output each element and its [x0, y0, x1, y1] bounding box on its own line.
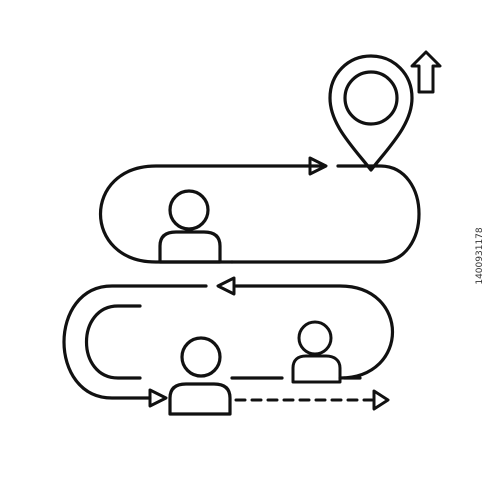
person-icon — [291, 320, 342, 384]
stock-id-label: 1400931178 — [475, 227, 485, 285]
person-bottom-right-head — [297, 320, 333, 356]
person-bottom-left-head — [180, 336, 222, 378]
person-top-head — [168, 189, 210, 231]
arrow-head-upper — [308, 156, 328, 176]
arrow-head-middle — [216, 276, 236, 296]
person-top-body — [158, 230, 222, 264]
person-icon — [158, 189, 222, 264]
arrow-up-shape — [410, 50, 442, 94]
route-upper-top — [98, 164, 324, 264]
route-upper-right — [230, 164, 421, 264]
route-inner-loop — [85, 304, 142, 380]
route-middle-right — [234, 284, 395, 380]
arrow-head-bottom-left — [148, 388, 168, 408]
location-pin-icon — [328, 54, 414, 172]
route-middle-left — [62, 284, 208, 400]
person-bottom-right-body — [291, 354, 342, 384]
pin-outline — [328, 54, 414, 172]
arrow-up-icon — [410, 50, 442, 94]
pin-inner-circle — [343, 70, 399, 126]
person-icon — [168, 336, 232, 416]
arrow-head-dashed — [372, 389, 390, 411]
route-icon — [62, 156, 421, 411]
person-bottom-left-body — [168, 382, 232, 416]
